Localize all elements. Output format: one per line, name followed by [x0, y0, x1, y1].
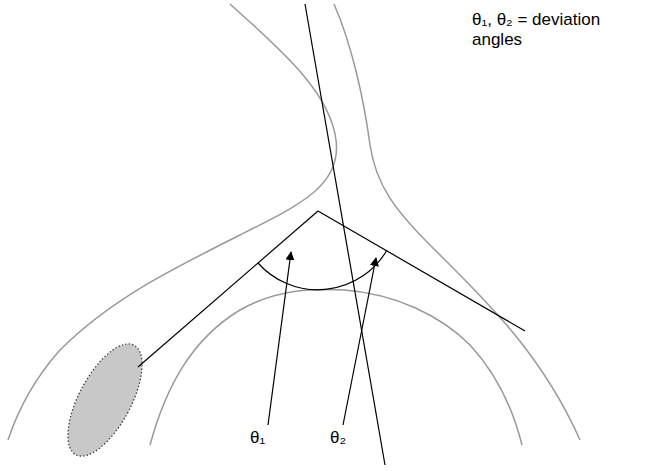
legend-note: θ₁, θ₂ = deviation angles — [472, 10, 637, 49]
branch-centerline — [318, 211, 525, 331]
pointer-arrow — [343, 258, 376, 425]
plaque — [53, 333, 157, 467]
pointer-arrow — [268, 252, 291, 425]
vessel-wall — [150, 289, 522, 445]
angle-label: θ₁ — [250, 428, 290, 448]
vessel-wall — [8, 4, 337, 440]
angle-label: θ₂ — [330, 428, 370, 448]
vessel-wall — [334, 4, 580, 440]
main-centerline — [305, 4, 385, 465]
branch-centerline — [138, 211, 318, 367]
angle-arc — [258, 250, 387, 290]
